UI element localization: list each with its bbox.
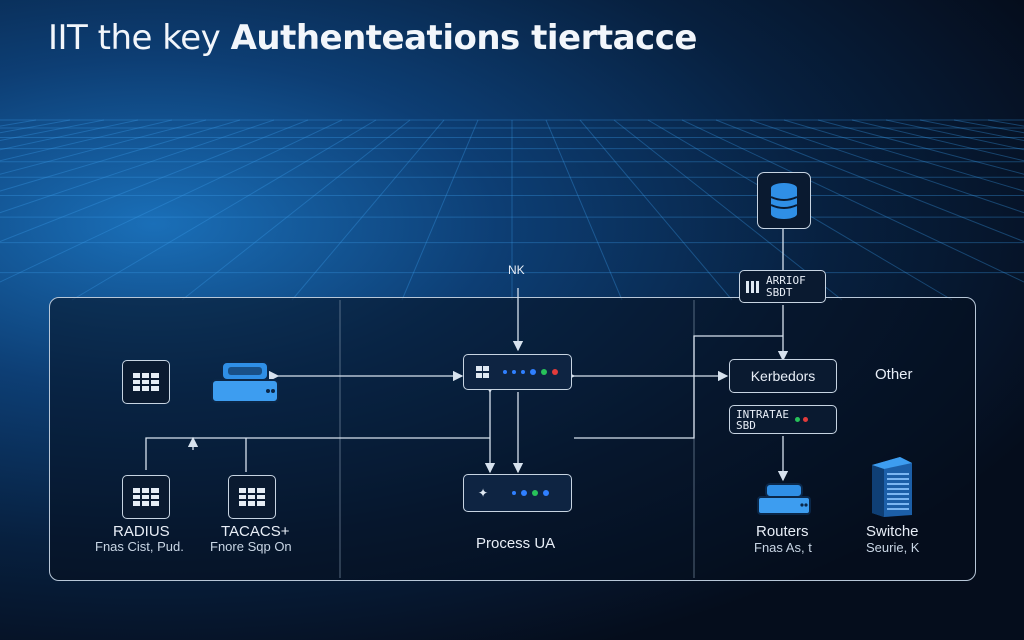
- arriof-node[interactable]: ARRIOF SBDT: [739, 270, 826, 303]
- radius-node[interactable]: [122, 475, 170, 519]
- radius-label: RADIUS: [113, 523, 170, 540]
- tacacs-label: TACACS+: [221, 523, 290, 540]
- grid-icon: [133, 488, 159, 506]
- database-icon: [770, 182, 798, 219]
- router-icon[interactable]: [756, 482, 812, 516]
- title-prefix: IIT the key: [48, 18, 231, 58]
- grid-line: [783, 119, 1024, 192]
- routers-label: Routers: [756, 523, 809, 540]
- grid-line: [545, 119, 623, 301]
- page-title: IIT the key Authenteations tiertacce: [48, 18, 697, 58]
- grid-line: [0, 119, 173, 162]
- grid-icon: [746, 280, 760, 293]
- grid-line: [681, 119, 1024, 283]
- grid-line: [291, 119, 445, 301]
- radius-subtitle: Fnas Cist, Pud.: [95, 539, 184, 554]
- process-unit[interactable]: ✦: [463, 474, 572, 512]
- grid-icon: [476, 366, 489, 378]
- core-switch[interactable]: [463, 354, 572, 390]
- kerberos-label: Kerbedors: [750, 368, 816, 384]
- grid-icon: [133, 373, 159, 391]
- grid-line: [0, 119, 275, 214]
- process-label: Process UA: [476, 535, 556, 552]
- server-rack-icon[interactable]: [866, 455, 916, 519]
- arriof-line2: SBDT: [766, 285, 793, 299]
- grid-line: [0, 119, 309, 243]
- grid-line: [71, 119, 377, 301]
- kerberos-node[interactable]: Kerbedors: [729, 359, 837, 393]
- grid-line: [851, 119, 1024, 162]
- intrane-node[interactable]: INTRATAE SBD: [729, 405, 837, 434]
- grid-line: [749, 119, 1024, 214]
- grid-line: [0, 119, 343, 283]
- status-leds: [794, 417, 808, 422]
- grid-line: [0, 119, 241, 192]
- arriof-line1: ARRIOF: [766, 273, 806, 287]
- grid-line: [0, 119, 207, 175]
- other-label: Other: [875, 366, 913, 383]
- status-leds: [503, 369, 558, 375]
- link-arriof-switch: [574, 335, 783, 439]
- tacacs-node[interactable]: [228, 475, 276, 519]
- grid-line: [715, 119, 1024, 243]
- diagram-panel: [49, 297, 976, 581]
- switche-subtitle: Seurie, K: [866, 540, 920, 555]
- title-emphasis: Authenteations tiertacce: [230, 18, 698, 58]
- grid-line: [817, 119, 1024, 175]
- intrane-line2: SBD: [736, 418, 756, 432]
- grid-line: [181, 119, 411, 301]
- tacacs-subtitle: Fnore Sqp On: [210, 539, 292, 554]
- switche-label: Switche: [866, 523, 919, 540]
- network-switch-icon: ✦: [478, 486, 489, 500]
- router-icon[interactable]: [210, 360, 280, 404]
- nk-label: NK: [508, 263, 525, 277]
- grid-node-left[interactable]: [122, 360, 170, 404]
- intrane-line1: INTRATAE: [736, 407, 789, 421]
- routers-subtitle: Fnas As, t: [754, 540, 812, 555]
- grid-line: [401, 119, 479, 301]
- link-auth-bus: [145, 437, 490, 470]
- grid-line: [579, 119, 733, 301]
- grid-icon: [239, 488, 265, 506]
- database-node[interactable]: [757, 172, 811, 229]
- status-leds: [512, 490, 550, 496]
